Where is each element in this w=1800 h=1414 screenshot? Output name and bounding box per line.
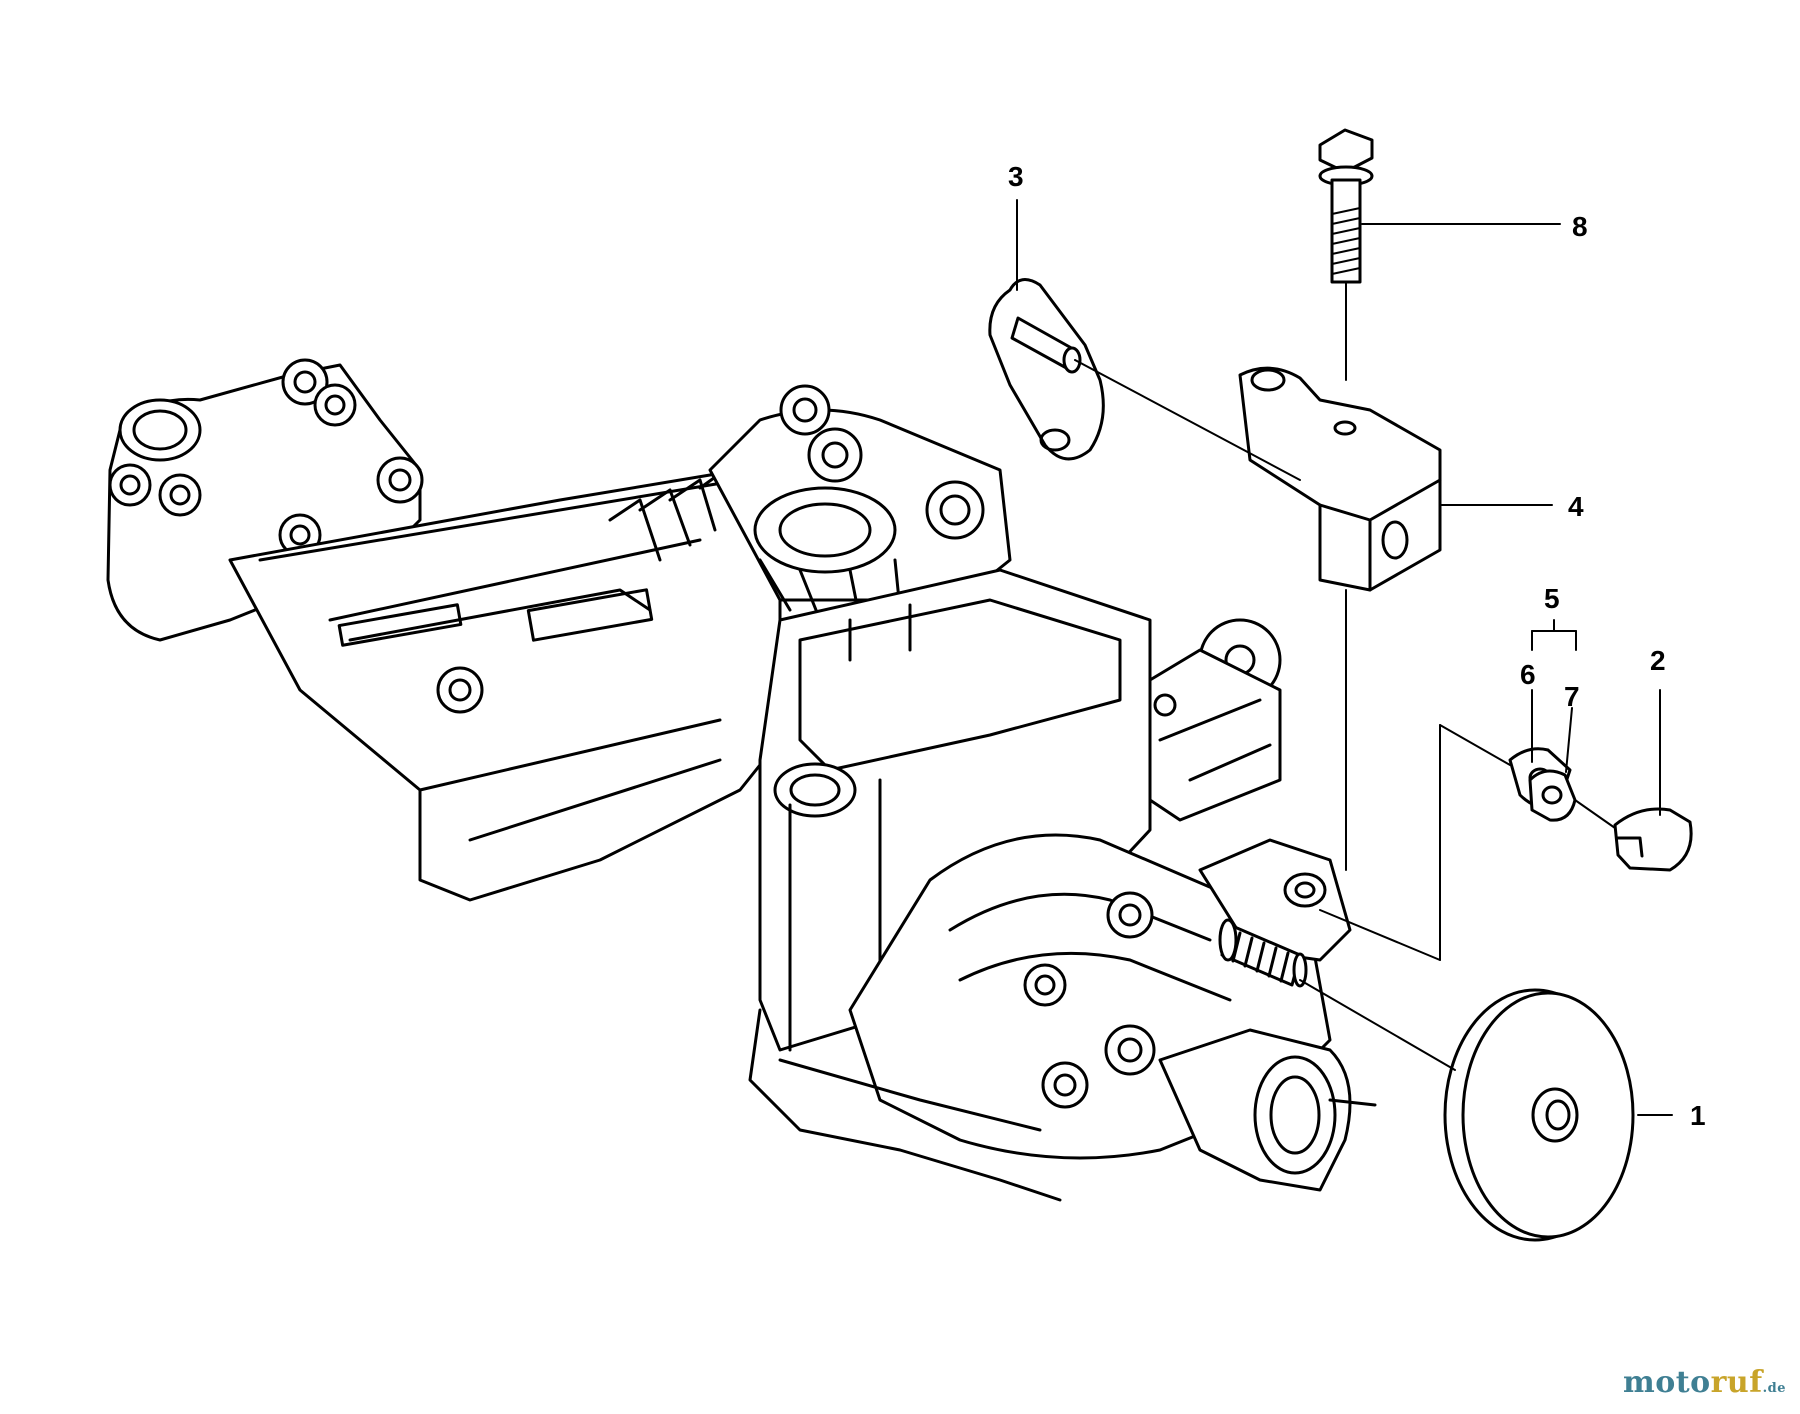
watermark-suffix: .de <box>1762 1381 1786 1396</box>
part-mounting-block <box>1238 366 1442 592</box>
callout-6: 6 <box>1520 659 1536 690</box>
callout-8: 8 <box>1572 211 1588 242</box>
watermark-part1: moto <box>1622 1365 1711 1400</box>
callout-7: 7 <box>1564 681 1580 712</box>
callout-3: 3 <box>1008 161 1024 192</box>
callout-1: 1 <box>1690 1100 1706 1131</box>
part-bolt <box>1318 128 1374 284</box>
part-control-arm <box>988 278 1105 461</box>
leader-lines <box>1016 199 1673 1116</box>
callout-4: 4 <box>1568 491 1584 522</box>
callout-2: 2 <box>1650 645 1666 676</box>
watermark-part2: ruf <box>1710 1365 1763 1400</box>
site-watermark: motoruf.de <box>1623 1365 1786 1400</box>
part-cap <box>1613 807 1693 872</box>
callout-5: 5 <box>1544 583 1560 614</box>
transaxle-housing <box>106 358 1377 1202</box>
part-pulley <box>1443 988 1635 1242</box>
